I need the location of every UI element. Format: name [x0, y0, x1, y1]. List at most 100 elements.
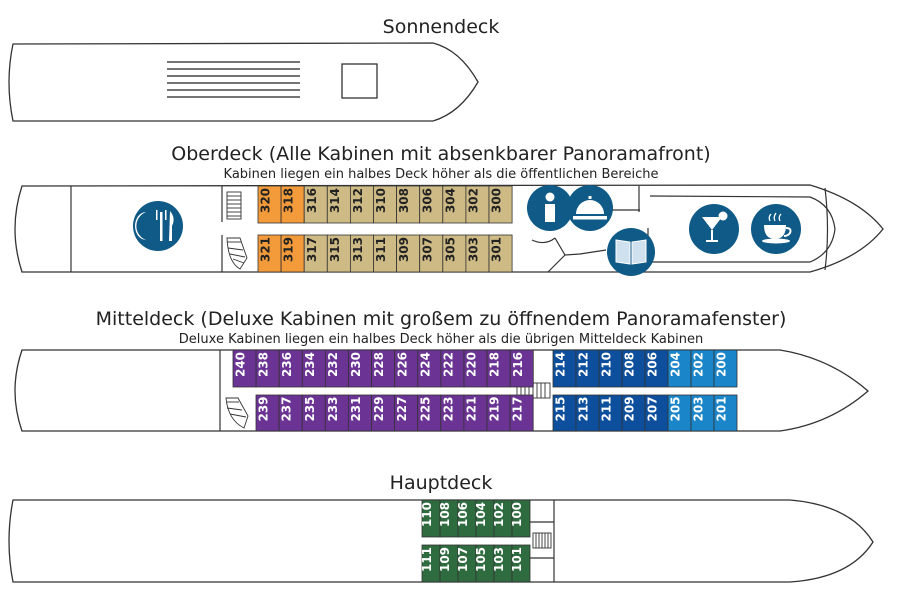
cabin-301[interactable]: 301 [488, 234, 513, 273]
cabin-number: 231 [349, 396, 363, 421]
cabin-310[interactable]: 310 [373, 185, 398, 224]
cabin-313[interactable]: 313 [349, 234, 374, 273]
cabin-210[interactable]: 210 [598, 349, 623, 388]
cabin-212[interactable]: 212 [575, 349, 600, 388]
cabin-number: 227 [395, 396, 409, 421]
cabin-number: 238 [257, 352, 271, 377]
cabin-217[interactable]: 217 [509, 394, 534, 432]
cabin-236[interactable]: 236 [278, 349, 303, 388]
cabin-235[interactable]: 235 [301, 394, 326, 432]
cabin-305[interactable]: 305 [442, 234, 467, 273]
cabin-number: 240 [234, 352, 248, 377]
cabin-232[interactable]: 232 [324, 349, 349, 388]
cabin-box [511, 499, 531, 538]
cabin-110[interactable]: 110 [420, 499, 441, 538]
cabin-103[interactable]: 103 [492, 544, 513, 583]
cabin-216[interactable]: 216 [509, 349, 534, 388]
cabin-240[interactable]: 240 [232, 349, 257, 388]
cabin-215[interactable]: 215 [552, 394, 577, 432]
cabin-104[interactable]: 104 [474, 499, 495, 538]
cabin-number: 311 [374, 237, 388, 262]
cabin-225[interactable]: 225 [417, 394, 442, 432]
cabin-number: 202 [692, 352, 706, 377]
cabin-number: 316 [305, 188, 319, 213]
cabin-200[interactable]: 200 [713, 349, 738, 388]
cabin-233[interactable]: 233 [324, 394, 349, 432]
cabin-223[interactable]: 223 [440, 394, 465, 432]
cabin-number: 309 [397, 237, 411, 262]
cabin-220[interactable]: 220 [463, 349, 488, 388]
cabin-100[interactable]: 100 [510, 499, 531, 538]
cabin-number: 203 [692, 396, 706, 421]
sonnendeck-title: Sonnendeck [383, 16, 500, 38]
cabin-221[interactable]: 221 [463, 394, 488, 432]
cabin-number: 218 [488, 352, 502, 377]
cabin-number: 209 [623, 396, 637, 421]
cabin-302[interactable]: 302 [465, 185, 490, 224]
cabin-300[interactable]: 300 [488, 185, 513, 224]
cabin-320[interactable]: 320 [257, 185, 282, 224]
cabin-109[interactable]: 109 [438, 544, 459, 583]
cabin-number: 226 [395, 352, 409, 377]
cabin-315[interactable]: 315 [326, 234, 351, 273]
cabin-228[interactable]: 228 [371, 349, 396, 388]
cabin-219[interactable]: 219 [486, 394, 511, 432]
cabin-303[interactable]: 303 [465, 234, 490, 273]
cabin-227[interactable]: 227 [394, 394, 419, 432]
cabin-231[interactable]: 231 [347, 394, 372, 432]
cabin-229[interactable]: 229 [371, 394, 396, 432]
cabin-207[interactable]: 207 [644, 394, 669, 432]
cabin-222[interactable]: 222 [440, 349, 465, 388]
cabin-321[interactable]: 321 [257, 234, 282, 273]
cabin-number: 321 [259, 237, 273, 262]
cabin-number: 217 [511, 396, 525, 421]
cabin-209[interactable]: 209 [621, 394, 646, 432]
cabin-105[interactable]: 105 [474, 544, 495, 583]
cabin-224[interactable]: 224 [417, 349, 442, 388]
cabin-203[interactable]: 203 [690, 394, 715, 432]
cabin-number: 107 [456, 547, 470, 572]
cabin-314[interactable]: 314 [326, 185, 351, 224]
cabin-230[interactable]: 230 [348, 349, 373, 388]
cabin-208[interactable]: 208 [621, 349, 646, 388]
cabin-number: 233 [326, 396, 340, 421]
cabin-226[interactable]: 226 [394, 349, 419, 388]
cabin-number: 229 [372, 396, 386, 421]
cabin-317[interactable]: 317 [303, 234, 328, 273]
cabin-309[interactable]: 309 [396, 234, 421, 273]
cabin-213[interactable]: 213 [575, 394, 600, 432]
cabin-201[interactable]: 201 [713, 394, 738, 432]
cabin-108[interactable]: 108 [438, 499, 459, 538]
cabin-number: 224 [418, 352, 432, 377]
cabin-237[interactable]: 237 [278, 394, 303, 432]
cabin-106[interactable]: 106 [456, 499, 477, 538]
cabin-107[interactable]: 107 [456, 544, 477, 583]
cabin-318[interactable]: 318 [280, 185, 305, 224]
cabin-102[interactable]: 102 [492, 499, 513, 538]
cabin-number: 101 [510, 547, 524, 572]
cabin-101[interactable]: 101 [510, 544, 531, 583]
cabin-319[interactable]: 319 [280, 234, 305, 273]
cabin-238[interactable]: 238 [255, 349, 280, 388]
cabin-204[interactable]: 204 [667, 349, 692, 388]
cabin-311[interactable]: 311 [373, 234, 398, 273]
cabin-312[interactable]: 312 [349, 185, 374, 224]
cabin-202[interactable]: 202 [690, 349, 715, 388]
cabin-306[interactable]: 306 [419, 185, 444, 224]
cabin-308[interactable]: 308 [396, 185, 421, 224]
cabin-111[interactable]: 111 [420, 544, 441, 583]
cabin-316[interactable]: 316 [303, 185, 328, 224]
cafe-cup-icon [751, 204, 801, 254]
cabin-205[interactable]: 205 [667, 394, 692, 432]
oberdeck-title: Oberdeck (Alle Kabinen mit absenkbarer P… [171, 143, 710, 165]
cabin-307[interactable]: 307 [419, 234, 444, 273]
cabin-211[interactable]: 211 [598, 394, 623, 432]
cabin-304[interactable]: 304 [442, 185, 467, 224]
cabin-239[interactable]: 239 [255, 394, 280, 432]
cabin-234[interactable]: 234 [301, 349, 326, 388]
cabin-214[interactable]: 214 [552, 349, 577, 388]
cabin-218[interactable]: 218 [486, 349, 511, 388]
cabin-206[interactable]: 206 [644, 349, 669, 388]
